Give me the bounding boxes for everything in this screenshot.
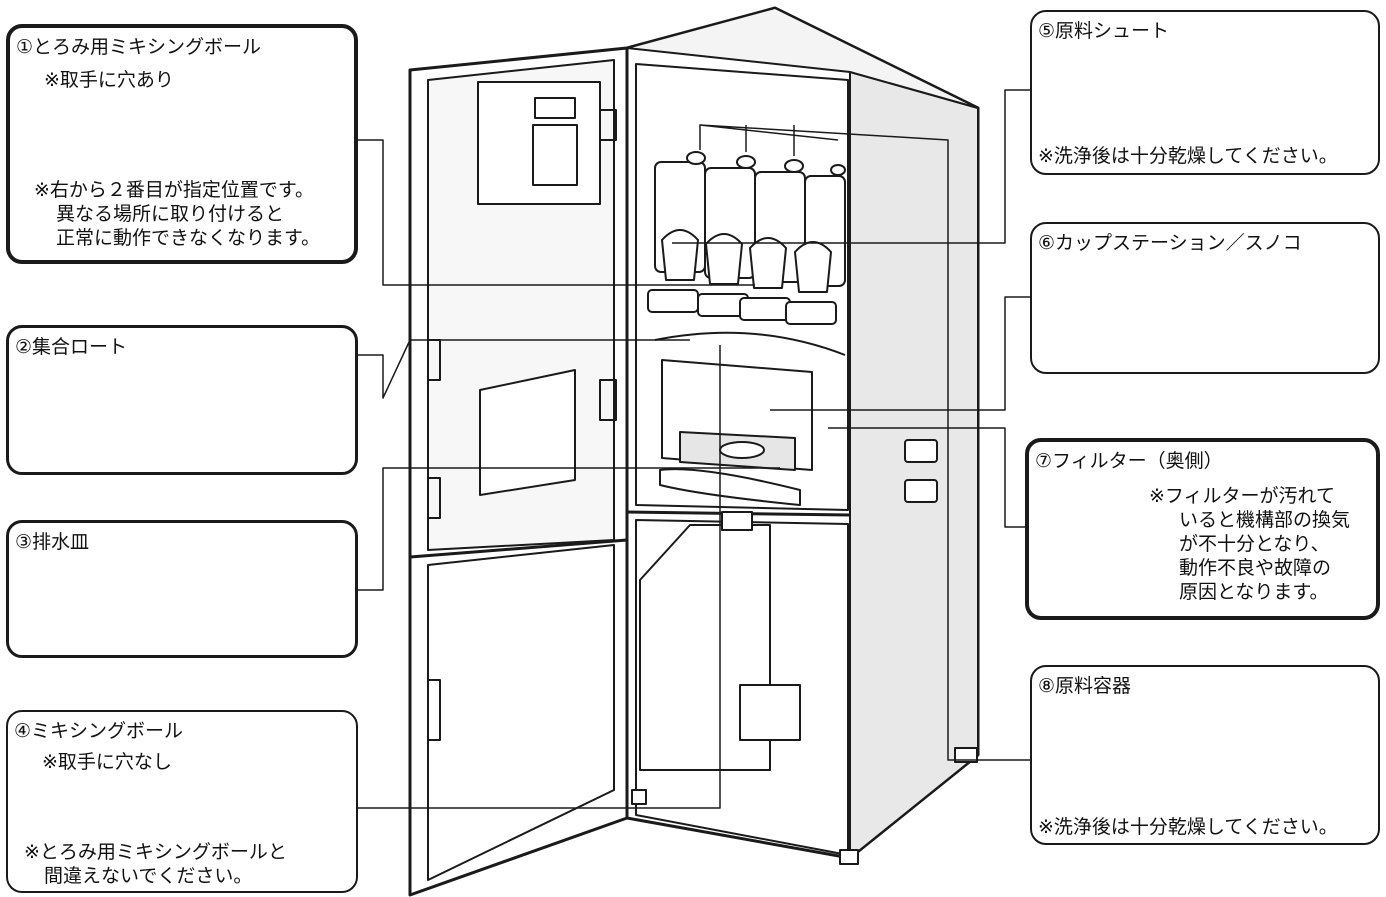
callout-ingredient-container: ⑧原料容器 ※洗浄後は十分乾燥してください。 bbox=[1030, 665, 1380, 845]
drip-tray bbox=[659, 468, 801, 506]
callout-1-sub: ※取手に穴あり bbox=[44, 69, 174, 91]
open-door bbox=[408, 46, 629, 897]
chutes-and-bowls bbox=[647, 229, 846, 356]
callout-5-title: ⑤原料シュート bbox=[1038, 20, 1170, 42]
callout-1-title: ①とろみ用ミキシングボール bbox=[16, 36, 262, 58]
callout-mixing-bowl: ④ミキシングボール ※取手に穴なし ※とろみ用ミキシングボールと 間違えないでく… bbox=[6, 710, 358, 893]
callout-4-title: ④ミキシングボール bbox=[14, 720, 184, 742]
callout-4-note-1: ※とろみ用ミキシングボールと bbox=[24, 841, 287, 863]
callout-3-title: ③排水皿 bbox=[15, 531, 90, 553]
callout-8-note: ※洗浄後は十分乾燥してください。 bbox=[1038, 816, 1338, 838]
callout-7-note-4: 動作不良や故障の bbox=[1179, 557, 1332, 579]
callout-ingredient-chute: ⑤原料シュート ※洗浄後は十分乾燥してください。 bbox=[1030, 10, 1380, 175]
callout-1-note-3: 正常に動作できなくなります。 bbox=[56, 227, 321, 249]
callout-drain-tray: ③排水皿 bbox=[6, 520, 358, 658]
callout-7-note-5: 原因となります。 bbox=[1179, 581, 1329, 603]
callout-6-title: ⑥カップステーション／スノコ bbox=[1038, 232, 1302, 254]
callout-7-title: ⑦フィルター（奥側） bbox=[1035, 450, 1223, 472]
callout-7-note-3: が不十分となり、 bbox=[1179, 533, 1330, 555]
callout-2-title: ②集合ロート bbox=[15, 336, 128, 358]
callout-4-note-2: 間違えないでください。 bbox=[44, 865, 253, 887]
callout-7-note-2: いると機構部の換気 bbox=[1179, 509, 1351, 531]
callout-mixing-bowl-thickener: ①とろみ用ミキシングボール ※取手に穴あり ※右から２番目が指定位置です。 異な… bbox=[6, 24, 358, 264]
callout-7-note-1: ※フィルターが汚れて bbox=[1149, 485, 1335, 507]
callout-filter: ⑦フィルター（奥側） ※フィルターが汚れて いると機構部の換気 が不十分となり、… bbox=[1025, 438, 1380, 620]
callout-5-note: ※洗浄後は十分乾燥してください。 bbox=[1038, 145, 1338, 167]
waste-tank bbox=[639, 511, 801, 771]
cup-station bbox=[661, 359, 813, 471]
leader-lines bbox=[358, 89, 1030, 809]
callout-1-note-2: 異なる場所に取り付けると bbox=[56, 203, 285, 225]
callout-collecting-funnel: ②集合ロート bbox=[6, 325, 358, 475]
callout-cup-station: ⑥カップステーション／スノコ bbox=[1030, 222, 1380, 374]
callout-4-sub: ※取手に穴なし bbox=[42, 751, 172, 773]
callout-1-note-1: ※右から２番目が指定位置です。 bbox=[34, 179, 315, 201]
callout-8-title: ⑧原料容器 bbox=[1038, 675, 1132, 697]
